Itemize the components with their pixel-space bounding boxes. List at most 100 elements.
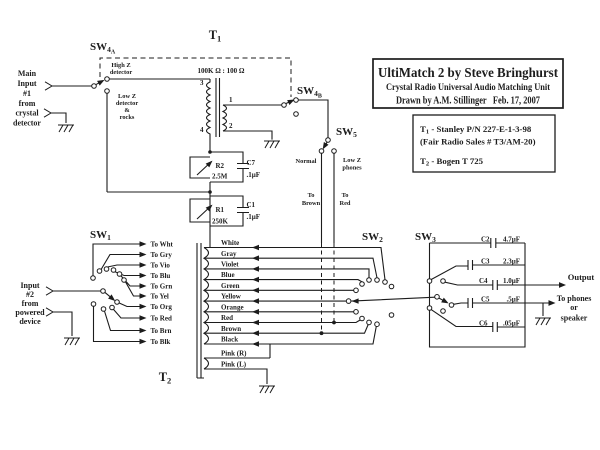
svg-text:.5µF: .5µF (506, 295, 520, 303)
svg-text:To Wht: To Wht (151, 240, 174, 248)
svg-text:2.3µF: 2.3µF (503, 257, 520, 265)
to-red-label: To (342, 192, 349, 199)
sw1-output-arrows (139, 241, 147, 345)
svg-text:Blue: Blue (221, 271, 235, 279)
powered-connector (45, 307, 54, 317)
c1-name: C1 (247, 201, 256, 209)
ground-icon (64, 337, 80, 346)
sw4b-common-contact (281, 102, 287, 108)
c7-name: C7 (247, 159, 256, 167)
sw4a-lowz-label: Low Z (118, 93, 136, 100)
svg-text:C4: C4 (479, 277, 488, 285)
sw2-selected-contact (345, 298, 352, 304)
t2-tap-wires (204, 246, 386, 384)
schematic-credit: Drawn by A.M. Stillinger Feb. 17, 2007 (396, 96, 540, 107)
sw3-contact-wires (430, 265, 493, 328)
sw5-wiper-arrow (322, 141, 329, 150)
c1-value: .1µF (247, 213, 261, 221)
ground-icon (264, 140, 280, 149)
svg-text:Pink (L): Pink (L) (221, 361, 247, 369)
switch-wiper-arms (95, 79, 449, 304)
svg-text:To phones: To phones (557, 294, 592, 303)
r1-c1-network (189, 182, 249, 248)
svg-text:#2: #2 (26, 290, 34, 299)
sw1-wiper-arrow (108, 294, 116, 301)
svg-text:To Blu: To Blu (151, 272, 171, 280)
svg-text:powered: powered (15, 308, 45, 317)
sw4a-label: SW4A (90, 41, 116, 56)
main-input-label: Main Input #1 from crystal detector (13, 69, 41, 128)
svg-text:from: from (22, 299, 39, 308)
svg-text:C3: C3 (481, 257, 490, 265)
to-brown-label: To (308, 192, 315, 199)
parts-t1-line: T1 - Stanley P/N 227-E-1-3-98 (420, 124, 532, 136)
svg-text:4.7µF: 4.7µF (503, 235, 520, 243)
t1-ratio-label: 100K Ω : 100 Ω (198, 67, 245, 75)
cap-bank-labels: C2 4.7µF C3 2.3µF C4 1.0µF C5 .5µF C6 .0… (479, 235, 520, 327)
sw2-wiper-arrow (351, 298, 359, 304)
t1-transformer (205, 78, 329, 152)
phones-arrow (548, 300, 556, 306)
sw4b-wiper-arrow (287, 99, 295, 105)
svg-text:detector: detector (110, 69, 133, 76)
r1-value: 250K (212, 218, 229, 226)
ground-icon (535, 317, 551, 326)
svg-text:Violet: Violet (221, 261, 239, 269)
svg-text:Red: Red (339, 200, 350, 207)
sw2-label: SW2 (362, 231, 383, 244)
svg-text:#1: #1 (23, 89, 31, 98)
svg-text:Input: Input (20, 281, 39, 290)
parts-box (412, 114, 556, 173)
t2-transformer (196, 243, 386, 384)
switch-contacts (90, 76, 455, 328)
sw4a-highz-label: High Z (111, 62, 130, 69)
sw4a-highz-contact (104, 76, 110, 82)
title-box (372, 58, 564, 109)
svg-text:C5: C5 (481, 295, 490, 303)
svg-text:Brown: Brown (302, 200, 321, 207)
sw4b-contact-b (293, 111, 299, 117)
r2-name: R2 (216, 162, 225, 170)
sw2-sw3-wiper-line (351, 296, 468, 305)
phones-label: To phones or speaker (557, 294, 592, 323)
parts-fair-radio-line: (Fair Radio Sales # T3/AM-20) (420, 137, 536, 147)
svg-text:Main: Main (18, 69, 37, 78)
svg-text:To Org: To Org (151, 303, 173, 311)
t1-terminal-4: 4 (200, 126, 204, 134)
t2-core (196, 243, 204, 379)
t2-secondary-coil (203, 357, 210, 370)
sw4-gang-dashed-line (99, 57, 292, 97)
svg-text:Red: Red (221, 314, 233, 322)
capacitor-bank (428, 238, 526, 348)
sw5-lowz-contact (331, 148, 337, 154)
ground-icon (259, 385, 275, 394)
svg-text:C2: C2 (481, 235, 490, 243)
svg-text:Brown: Brown (221, 325, 241, 333)
ground-icon (58, 124, 74, 133)
svg-text:To Blk: To Blk (151, 338, 171, 346)
svg-text:Orange: Orange (221, 303, 244, 311)
svg-text:Green: Green (221, 282, 240, 290)
t2-primary-coil (202, 247, 210, 345)
svg-text:speaker: speaker (561, 314, 588, 323)
t2-label: T2 (159, 370, 172, 386)
svg-text:Gray: Gray (221, 250, 237, 258)
sw4a-wiper-arrow (97, 79, 105, 86)
svg-text:1.0µF: 1.0µF (503, 277, 520, 285)
junction-dots (208, 150, 336, 336)
sw5-common-contact (325, 137, 331, 143)
svg-text:detector: detector (116, 100, 139, 107)
sw1-output-labels: To Wht To Gry To Vio To Blu To Grn To Ye… (151, 240, 174, 345)
sw1-label: SW1 (90, 229, 111, 242)
svg-text:White: White (221, 239, 239, 247)
sw1-contact-wires (92, 243, 140, 343)
svg-text:Input: Input (17, 79, 36, 88)
r2-c7-network (189, 151, 249, 183)
input-connectors (43, 81, 54, 317)
svg-text:To Red: To Red (151, 314, 172, 322)
svg-text:Pink (R): Pink (R) (221, 350, 247, 358)
svg-text:Yellow: Yellow (221, 293, 242, 301)
svg-text:crystal: crystal (15, 109, 39, 118)
